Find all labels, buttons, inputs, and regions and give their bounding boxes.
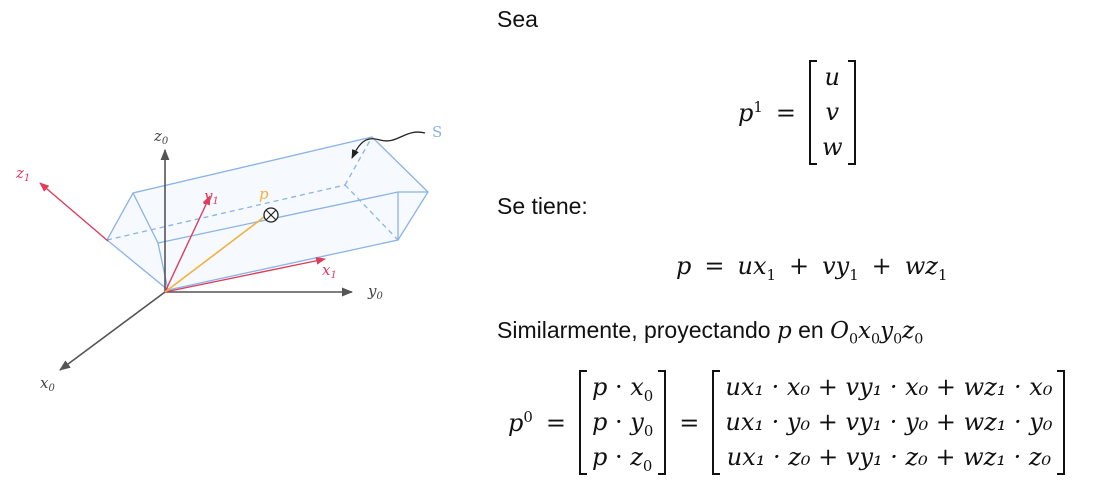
frame-1-axes <box>39 182 326 293</box>
eq3-row-z0: ux₁ · z₀ + vy₁ · z₀ + wz₁ · z₀ <box>726 443 1052 471</box>
axis-z1 <box>39 182 109 242</box>
label-p: p <box>259 185 269 203</box>
eq1-u: u <box>824 63 840 91</box>
label-z0: z0 <box>153 127 169 147</box>
label-x1: x1 <box>322 261 337 281</box>
eq1-vector: u v w <box>808 60 856 165</box>
frame-0-axes <box>59 148 354 371</box>
text-se-tiene: Se tiene: <box>497 193 588 219</box>
eq3-expanded-column: ux₁ · x₀ + vy₁ · x₀ + wz₁ · x₀ ux₁ · y₀ … <box>712 370 1066 475</box>
text-similarmente: Similarmente, proyectando p en O0x0y0z0 <box>497 317 924 348</box>
coordinate-frames-figure: z0 y0 x0 z1 y1 x1 p S <box>15 123 442 394</box>
label-y0: y0 <box>367 282 383 302</box>
axis-y1 <box>164 195 211 293</box>
eq1-v: v <box>825 98 839 126</box>
vector-p <box>164 213 269 293</box>
axis-x1 <box>164 256 326 293</box>
label-s: S <box>432 123 442 141</box>
eq3-lhs: p0 <box>508 407 533 437</box>
equation-p1: p1 = u v w <box>738 60 856 165</box>
label-y1: y1 <box>203 187 219 207</box>
eq3-row-x0: ux₁ · x₀ + vy₁ · x₀ + wz₁ · x₀ <box>725 373 1053 401</box>
eq1-lhs: p1 <box>738 97 763 127</box>
s-pointer-arrow <box>351 131 426 159</box>
eq3-row-y0: ux₁ · y₀ + vy₁ · y₀ + wz₁ · y₀ <box>725 408 1053 436</box>
eq3-projection-column: p · x0 p · y0 p · z0 <box>578 370 667 475</box>
equation-p-sum: p = ux1 + vy1 + wz1 <box>676 252 948 284</box>
equation-p0: p0 = p · x0 p · y0 p · z0 = ux₁ · x₀ + v… <box>508 370 1066 475</box>
eq1-equals: = <box>775 98 796 127</box>
text-sea: Sea <box>497 6 538 32</box>
axis-x0 <box>59 291 166 371</box>
label-x0: x0 <box>40 374 55 394</box>
label-z1: z1 <box>15 164 30 184</box>
eq1-w: w <box>821 133 843 161</box>
